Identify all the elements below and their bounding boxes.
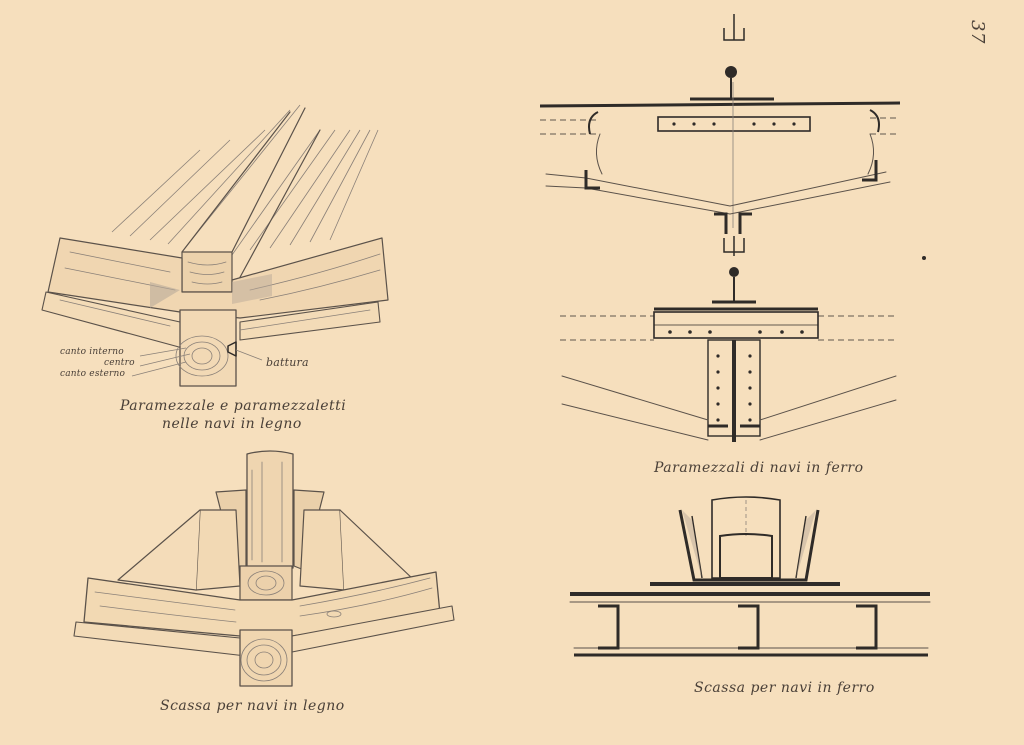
rivets-mid (668, 330, 804, 334)
scassa-iron-figure (569, 496, 931, 657)
keelson-beam (181, 107, 321, 293)
mast (246, 450, 294, 569)
lower-planks (73, 605, 455, 657)
frame-planks (41, 291, 381, 351)
upper-section (539, 66, 901, 256)
label-centro: centro (104, 358, 135, 368)
stray-dot (922, 256, 926, 260)
caption-paramezzale-line2: nelle navi in legno (162, 416, 302, 432)
label-battura: battura (266, 356, 309, 369)
caption-scassa-ferro: Scassa per navi in ferro (694, 680, 875, 696)
lower-section (560, 267, 897, 442)
label-canto-esterno: canto esterno (60, 369, 126, 379)
caption-paramezzali-ferro: Paramezzali di navi in ferro (654, 460, 864, 476)
scassa-wood-figure (73, 450, 455, 687)
label-leaders (131, 347, 263, 377)
paramezzale-wood-figure (41, 104, 389, 387)
floor-timber (47, 237, 389, 319)
keel-lower (239, 629, 293, 687)
mast-step (239, 565, 293, 601)
paramezzali-iron-figure (539, 14, 901, 442)
receding-planks (111, 104, 379, 256)
caption-paramezzale-line1: Paramezzale e paramezzaletti (120, 398, 347, 414)
rivets-top (672, 122, 796, 126)
label-canto-interno: canto interno (60, 347, 124, 357)
page-number: 37 (967, 20, 988, 44)
caption-scassa-legno: Scassa per navi in legno (160, 698, 345, 714)
keel-section (175, 309, 237, 387)
mast-chocks (117, 489, 415, 591)
rivets-vertical (716, 354, 752, 422)
section-mark-top (723, 14, 745, 41)
